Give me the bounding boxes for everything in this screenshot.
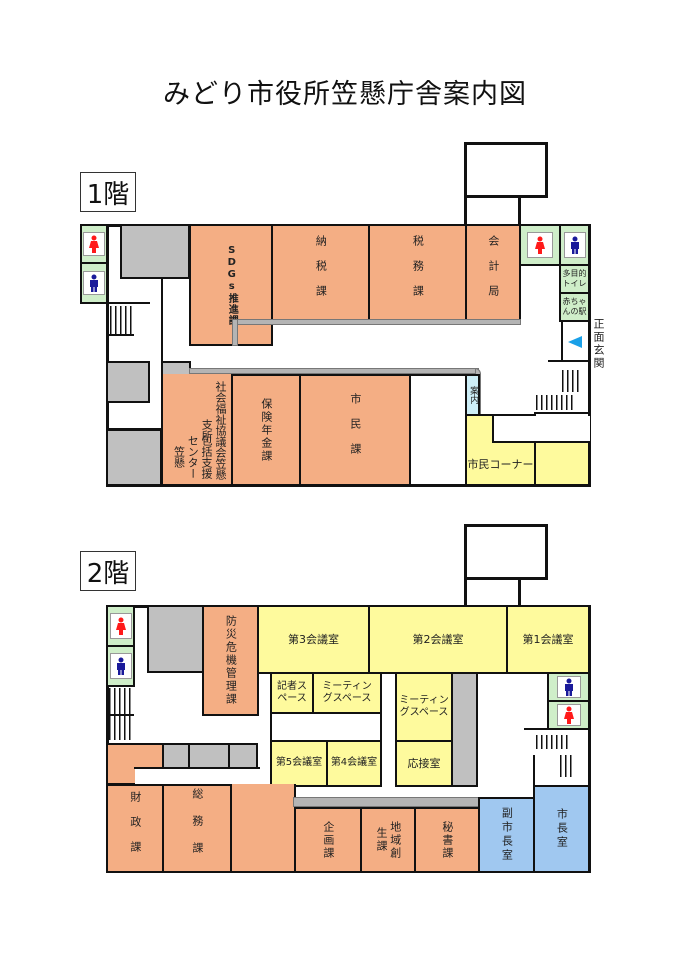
female-restroom-icon <box>83 232 105 256</box>
female-restroom-icon <box>556 704 581 726</box>
main-entrance-label: 正面玄関 <box>592 318 605 370</box>
male-restroom-icon <box>83 271 105 295</box>
female-restroom-2f <box>106 605 135 647</box>
male-restroom-1f-right <box>559 224 590 266</box>
core-2f-a <box>147 605 204 673</box>
male-restroom-1f <box>80 262 108 304</box>
male-restroom-2f <box>106 645 135 687</box>
shakyo-label: 社会福祉協議会笠懸支所 <box>200 380 227 480</box>
core-1f-b <box>106 361 150 403</box>
room-kaikei: 会計局 <box>465 224 521 321</box>
baby-station: 赤ちゃんの駅 <box>559 292 590 322</box>
room-nozei: 納税課 <box>271 224 370 321</box>
room-shakyo-houkatsu: 社会福祉協議会笠懸支所 包括支援センター笠懸 <box>161 374 233 486</box>
male-restroom-icon <box>563 232 586 258</box>
room-sdgs: SDGs推進課 <box>189 224 273 346</box>
core-1f-a <box>120 224 190 279</box>
room-conf4: 第4会議室 <box>326 740 382 787</box>
core-2f-d <box>188 743 230 769</box>
room-kikaku: 企画課 <box>294 807 362 873</box>
male-restroom-2f-right <box>547 672 590 702</box>
entrance-arrow-icon <box>568 333 582 352</box>
room-conf5: 第5会議室 <box>270 740 328 787</box>
female-restroom-icon <box>109 613 132 639</box>
room-shimin: 市民課 <box>299 374 411 486</box>
room-conf1: 第1会議室 <box>506 605 590 674</box>
core-2f-e <box>228 743 258 769</box>
room-zaisei: 財政課 <box>106 784 164 873</box>
room-hisho: 秘書課 <box>414 807 480 873</box>
stairs-icon <box>562 370 580 392</box>
room-press: 記者スペース <box>270 672 314 714</box>
info-desk: 案内 <box>465 374 480 416</box>
room-mayor: 市長室 <box>533 785 590 873</box>
room-vice-mayor: 副市長室 <box>478 797 535 873</box>
room-meeting-b: ミーティングスペース <box>395 672 453 742</box>
houkatsu-label: 包括支援センター笠懸 <box>172 435 214 479</box>
male-restroom-icon <box>109 653 132 679</box>
stairs-icon-lower <box>560 755 574 777</box>
female-restroom-1f-right <box>519 224 561 266</box>
female-restroom-icon <box>527 232 553 258</box>
floor-1-label: 1階 <box>80 172 136 212</box>
room-reception: 応接室 <box>395 740 453 787</box>
room-hoken: 保険年金課 <box>231 374 301 486</box>
female-restroom-2f-right <box>547 700 590 730</box>
room-meeting-a: ミーティングスペース <box>312 672 382 714</box>
room-zeimu: 税務課 <box>368 224 467 321</box>
stairs-icon <box>110 306 132 336</box>
room-blank <box>409 374 467 486</box>
stairs-icon-lower <box>536 395 576 410</box>
male-restroom-icon <box>556 676 581 698</box>
citizen-corner-annex <box>534 441 590 486</box>
page-title: みどり市役所笠懸庁舎案内図 <box>163 79 527 110</box>
room-chiiki: 地域創生課 <box>360 807 416 873</box>
room-bousai: 防災危機管理課 <box>202 605 259 716</box>
female-restroom-1f <box>80 224 108 264</box>
core-2f-b <box>451 672 478 787</box>
annex-box <box>464 142 548 198</box>
floor-2-label: 2階 <box>80 551 136 591</box>
room-conf2: 第2会議室 <box>368 605 508 674</box>
multipurpose-toilet: 多目的トイレ <box>559 264 590 294</box>
core-1f-d <box>106 429 162 486</box>
core-2f-c <box>162 743 190 769</box>
room-conf3: 第3会議室 <box>257 605 370 674</box>
annex-box <box>464 524 548 580</box>
stairs-icon <box>536 735 570 749</box>
room-soumu: 総務課 <box>162 784 232 873</box>
